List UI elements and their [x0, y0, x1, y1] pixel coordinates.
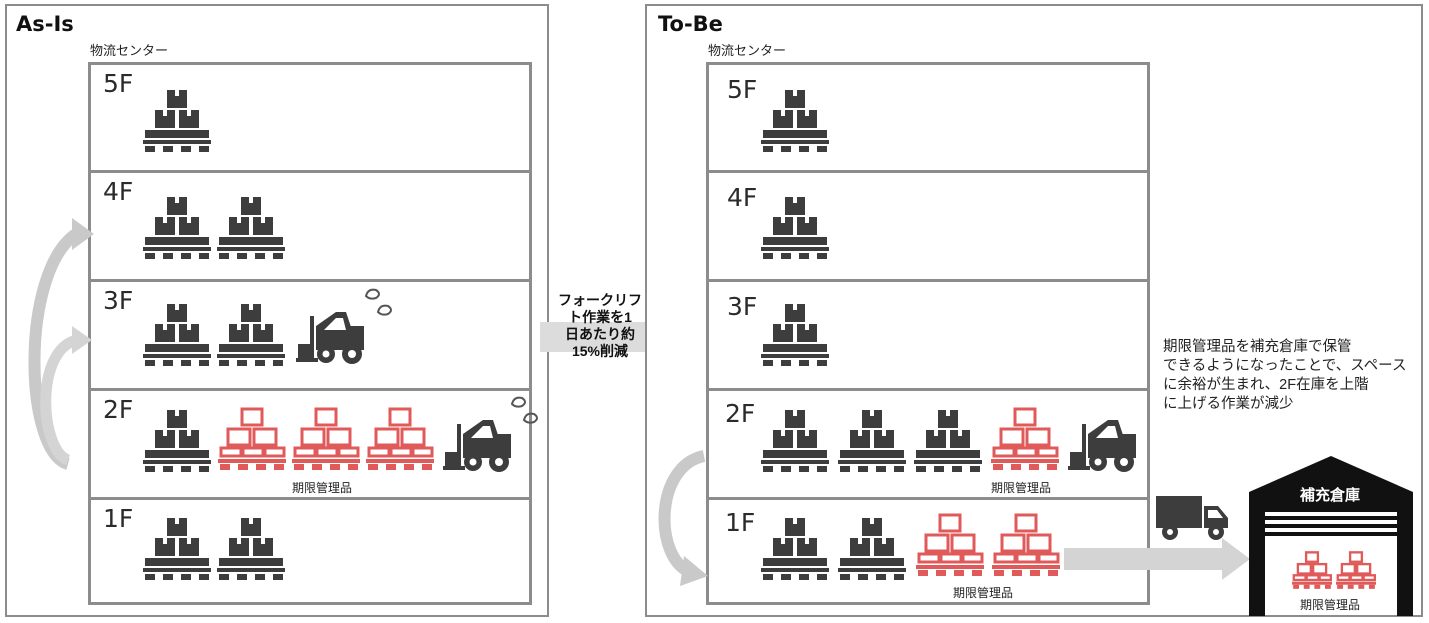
pallet-stack-icon [217, 197, 285, 259]
red-pallet-stack-icon [1336, 551, 1376, 589]
pallet-stack-icon [838, 518, 906, 580]
floor-label: 2F [725, 399, 756, 428]
red-pallet-stack-icon [218, 407, 286, 470]
pallet-stack-icon [143, 304, 211, 366]
forklift-icon [1068, 420, 1136, 472]
floor-label: 4F [727, 183, 758, 212]
reduction-text-line: フォークリフ [558, 292, 642, 308]
floor-label: 1F [103, 504, 134, 533]
to-be-center-label: 物流センター [708, 43, 787, 58]
warehouse-icon [1249, 456, 1413, 616]
pallet-stack-icon [838, 410, 906, 472]
pallet-stack-icon [143, 410, 211, 472]
pallet-stack-icon [143, 518, 211, 580]
pallet-stack-icon [761, 410, 829, 472]
red-pallet-stack-icon [292, 407, 360, 470]
pallet-stack-icon [143, 90, 211, 152]
transfer-arrow-icon [1064, 538, 1250, 580]
reduction-text-line: 15%削減 [571, 343, 629, 359]
move-up-arrows-icon [28, 218, 94, 470]
warehouse-title: 補充倉庫 [1299, 487, 1360, 504]
pallet-stack-icon [761, 304, 829, 366]
reduction-text-line: ト作業を1 [568, 309, 632, 325]
to-be-2f-caption: 期限管理品 [991, 481, 1052, 495]
note-line: できるようになったことで、スペース [1163, 358, 1407, 374]
warehouse-caption: 期限管理品 [1300, 598, 1361, 612]
red-pallet-stack-icon [366, 407, 434, 470]
reduction-text-line: 日あたり約 [565, 326, 635, 342]
as-is-center-label: 物流センター [90, 43, 169, 58]
to-be-note: 期限管理品を補充倉庫で保管 できるようになったことで、スペース に余裕が生まれ、… [1163, 338, 1408, 414]
pallet-stack-icon [761, 197, 829, 259]
reduction-text: フォークリフ ト作業を1 日あたり約 15%削減 [550, 292, 650, 360]
floor-label: 5F [103, 69, 134, 98]
sweat-icon [364, 288, 392, 316]
forklift-icon [443, 420, 511, 472]
floor-label: 5F [727, 75, 758, 104]
forklift-icon [296, 312, 364, 364]
as-is-2f-caption: 期限管理品 [292, 481, 353, 495]
red-pallet-stack-icon [916, 513, 984, 576]
note-line: に上げる作業が減少 [1163, 396, 1294, 412]
red-pallet-stack-icon [1292, 551, 1332, 589]
pallet-stack-icon [217, 304, 285, 366]
floor-label: 3F [727, 292, 758, 321]
pallet-stack-icon [914, 410, 982, 472]
pallet-stack-icon [143, 197, 211, 259]
as-is-floor-1f: 1F [88, 497, 532, 605]
floor-label: 4F [103, 177, 134, 206]
pallet-stack-icon [761, 90, 829, 152]
as-is-title: As-Is [16, 12, 74, 36]
to-be-title: To-Be [658, 12, 723, 36]
red-pallet-stack-icon [992, 513, 1060, 576]
floor-label: 3F [103, 286, 134, 315]
pallet-stack-icon [761, 518, 829, 580]
move-down-arrow-icon [658, 450, 708, 586]
red-pallet-stack-icon [991, 407, 1059, 470]
to-be-1f-caption: 期限管理品 [953, 586, 1014, 600]
note-line: に余裕が生まれ、2F在庫を上階 [1163, 377, 1369, 393]
floor-label: 1F [725, 508, 756, 537]
truck-icon [1156, 496, 1228, 540]
pallet-stack-icon [217, 518, 285, 580]
sweat-icon [510, 396, 538, 424]
floor-label: 2F [103, 395, 134, 424]
note-line: 期限管理品を補充倉庫で保管 [1163, 339, 1352, 355]
